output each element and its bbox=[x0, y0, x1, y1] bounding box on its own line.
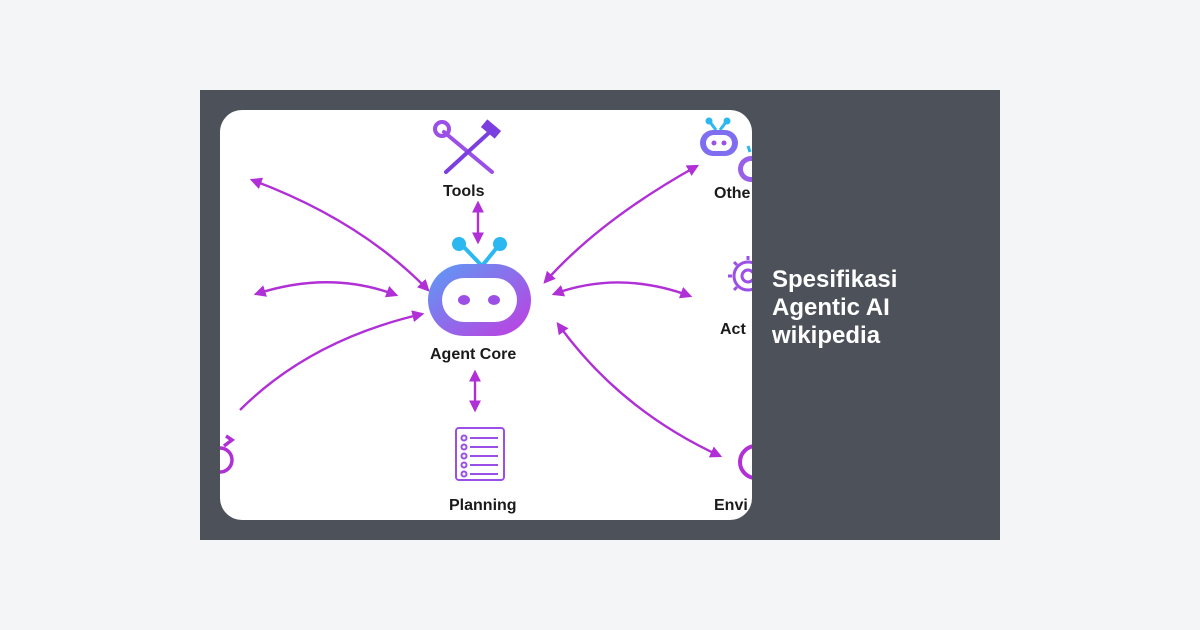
label-environment: Envi bbox=[714, 497, 748, 514]
label-agent-core: Agent Core bbox=[430, 346, 516, 363]
robot-head-icon bbox=[428, 237, 531, 336]
preview-title-line-3: wikipedia bbox=[772, 322, 881, 349]
globe-icon bbox=[738, 444, 752, 480]
gear-icon bbox=[728, 256, 752, 292]
other-agents-icon bbox=[700, 117, 752, 182]
preview-title-line-2: Agentic AI bbox=[772, 294, 890, 321]
wrench-hammer-icon bbox=[433, 119, 502, 174]
label-other: Othe bbox=[714, 185, 751, 202]
link-preview-card[interactable]: Tools Agent Core P bbox=[200, 90, 1000, 540]
label-planning: Planning bbox=[449, 497, 517, 514]
preview-title-line-1: Spesifikasi bbox=[772, 266, 898, 293]
label-actions: Act bbox=[720, 321, 746, 338]
preview-thumbnail[interactable]: Tools Agent Core P bbox=[220, 110, 752, 520]
connection-arrows bbox=[239, 164, 723, 458]
preview-title[interactable]: Spesifikasi Agentic AI wikipedia bbox=[772, 266, 972, 350]
checklist-icon bbox=[455, 427, 505, 481]
label-tools: Tools bbox=[443, 183, 485, 200]
agent-diagram: Tools Agent Core P bbox=[220, 117, 752, 514]
memory-icon bbox=[220, 434, 236, 474]
